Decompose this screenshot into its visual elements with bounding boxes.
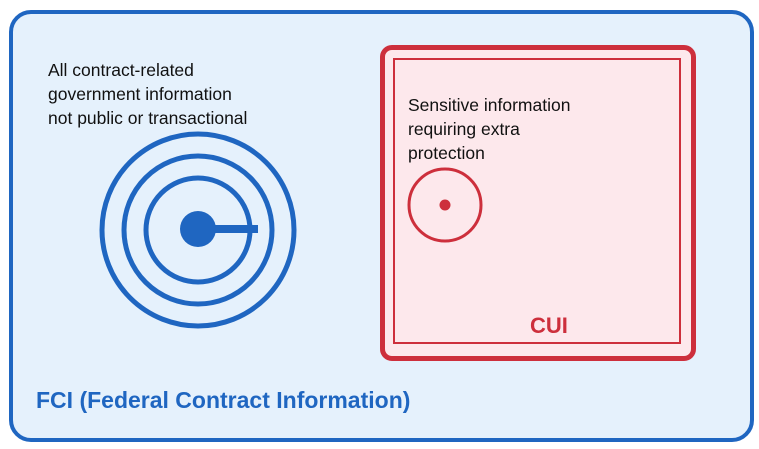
fci-label: FCI (Federal Contract Information)	[36, 387, 411, 413]
fci-description: All contract-related government informat…	[48, 60, 248, 128]
cui-description: Sensitive information requiring extra pr…	[408, 95, 571, 163]
target-icon	[99, 131, 297, 329]
target-center	[180, 211, 216, 247]
cui-label: CUI	[530, 313, 568, 338]
target-ring-middle	[121, 153, 275, 307]
cui-dot	[439, 199, 451, 211]
cui-ring	[407, 167, 483, 243]
cui-container	[380, 45, 696, 361]
dot-circle-icon	[407, 167, 483, 243]
target-ring-outer	[99, 131, 297, 329]
cui-inner-border	[393, 58, 681, 344]
